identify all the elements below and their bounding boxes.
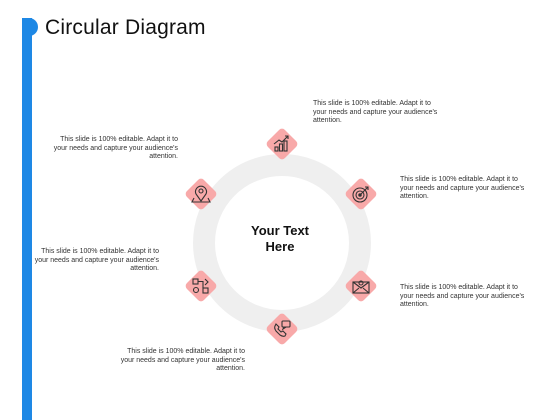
accent-bar — [22, 18, 32, 420]
diagram-center — [216, 177, 348, 309]
growth-chart-icon — [266, 128, 298, 160]
center-label-line1: Your Text — [250, 223, 310, 238]
caption-workflow: This slide is 100% editable. Adapt it to… — [34, 248, 159, 273]
center-label: Your Text Here — [230, 223, 330, 255]
accent-bar-cap — [22, 18, 38, 36]
target-icon — [345, 178, 377, 210]
caption-target: This slide is 100% editable. Adapt it to… — [400, 176, 525, 201]
location-pin-icon — [185, 178, 217, 210]
phone-chat-icon — [266, 313, 298, 345]
caption-phone: This slide is 100% editable. Adapt it to… — [120, 348, 245, 373]
caption-location: This slide is 100% editable. Adapt it to… — [53, 136, 178, 161]
caption-growth: This slide is 100% editable. Adapt it to… — [313, 100, 438, 125]
caption-mail: This slide is 100% editable. Adapt it to… — [400, 284, 525, 309]
center-label-line2: Here — [265, 239, 295, 254]
workflow-icon — [185, 270, 217, 302]
page-title: Circular Diagram — [45, 16, 206, 39]
mail-icon — [345, 270, 377, 302]
